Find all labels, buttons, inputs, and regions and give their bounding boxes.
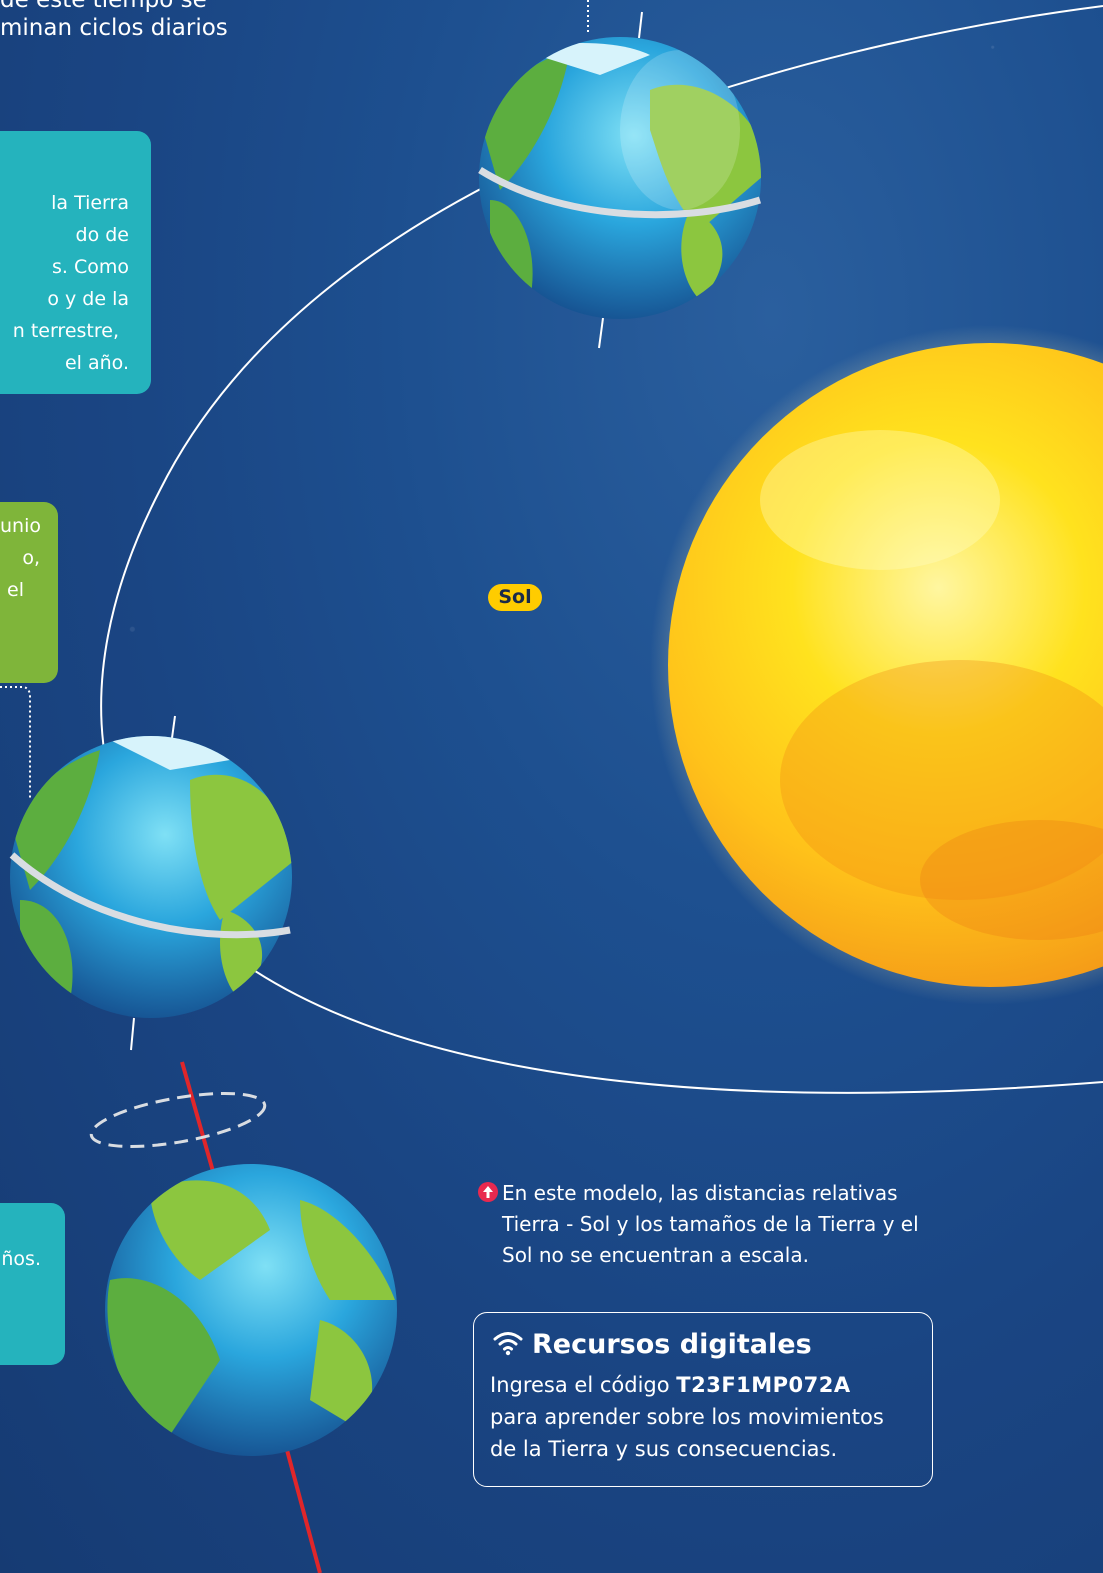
- digital-resources-header: Recursos digitales: [492, 1329, 812, 1360]
- scale-note-text: En este modelo, las distancias relativas…: [502, 1181, 919, 1267]
- resources-line2: para aprender sobre los movimientos: [490, 1405, 884, 1429]
- earth-bottom: [105, 1164, 397, 1456]
- box-line: el año.: [64, 352, 129, 374]
- digital-resources-title: Recursos digitales: [532, 1329, 812, 1360]
- box-line: la Tierra: [51, 192, 129, 214]
- box-line: unio: [0, 515, 41, 537]
- intro-text-line1: de este tiempo se: [0, 0, 207, 13]
- info-box-solstice: unio o, el: [0, 502, 58, 683]
- box-line: do de: [75, 224, 129, 246]
- earth-top: [478, 11, 762, 349]
- sun: [650, 325, 1103, 1005]
- resources-line1: Ingresa el código T23F1MP072A: [490, 1369, 884, 1401]
- resources-line1-prefix: Ingresa el código: [490, 1373, 677, 1397]
- intro-text: de este tiempo se minan ciclos diarios: [0, 0, 228, 42]
- resource-code: T23F1MP072A: [676, 1373, 851, 1397]
- sun-label: Sol: [488, 584, 542, 611]
- arrow-up-icon: [478, 1182, 498, 1202]
- info-box-translation: ños.: [0, 1203, 65, 1365]
- scale-note: En este modelo, las distancias relativas…: [478, 1178, 948, 1271]
- intro-text-line2: minan ciclos diarios: [0, 15, 228, 41]
- box-line: o,: [22, 547, 40, 569]
- wifi-icon: [492, 1330, 524, 1360]
- box-line: n terrestre,: [12, 320, 119, 342]
- info-box-rotation: la Tierra do de s. Como o y de la n terr…: [0, 131, 151, 394]
- box-line: s. Como: [51, 256, 129, 278]
- box-line: ños.: [1, 1248, 41, 1270]
- box-line: o y de la: [47, 288, 129, 310]
- dotted-guide-left: [0, 686, 31, 800]
- box-line: el: [7, 579, 24, 601]
- resources-line3: de la Tierra y sus consecuencias.: [490, 1437, 838, 1461]
- earth-rotation-axis: [89, 1061, 322, 1573]
- digital-resources-body: Ingresa el código T23F1MP072A para apren…: [490, 1369, 884, 1465]
- orbit-path: [100, 5, 1103, 1094]
- earth-left: [9, 715, 292, 1051]
- digital-resources-box: Recursos digitales Ingresa el código T23…: [473, 1312, 933, 1487]
